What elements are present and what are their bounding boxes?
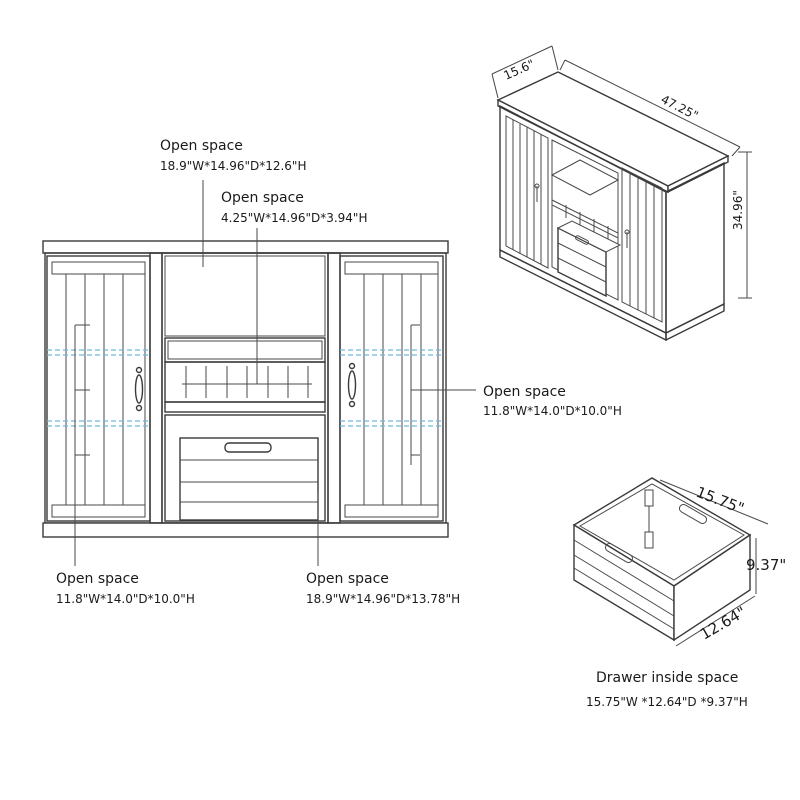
- perspective-cabinet: [496, 71, 730, 342]
- drawer-caption-size: 15.75"W *12.64"D *9.37"H: [586, 695, 748, 709]
- callout-top-main-title: Open space: [160, 138, 243, 154]
- perspective-dimension-lines: [491, 45, 752, 299]
- callout-right-title: Open space: [483, 384, 566, 400]
- callout-bottom-mid-title: Open space: [306, 571, 389, 587]
- right-door-handle-icon: [347, 362, 357, 408]
- left-door-handle-icon: [134, 366, 144, 412]
- callout-bottom-left-title: Open space: [56, 571, 139, 587]
- callout-bottom-left-size: 11.8"W*14.0"D*10.0"H: [56, 592, 195, 606]
- callout-bottom-mid-size: 18.9"W*14.96"D*13.78"H: [306, 592, 460, 606]
- front-center-column: [161, 252, 329, 524]
- leader-lines: [74, 180, 476, 566]
- drawer-caption-title: Drawer inside space: [596, 670, 738, 686]
- drawer-height-label: 9.37": [746, 556, 786, 574]
- front-view-cabinet: [42, 240, 449, 538]
- front-right-door: [339, 255, 444, 522]
- perspective-depth-label: 15.6": [502, 57, 537, 83]
- callout-top-main-size: 18.9"W*14.96"D*12.6"H: [160, 159, 306, 173]
- callout-top-small-size: 4.25"W*14.96"D*3.94"H: [221, 211, 367, 225]
- front-drawer: [164, 414, 326, 522]
- perspective-width-label: 47.25": [659, 92, 701, 123]
- hidden-shelf-lines: [47, 349, 443, 427]
- front-left-door: [46, 255, 151, 522]
- callout-top-small-title: Open space: [221, 190, 304, 206]
- drawer-dimension-lines: [659, 479, 769, 647]
- drawer-detail: [572, 477, 752, 642]
- perspective-height-label: 34.96": [731, 190, 745, 230]
- callout-right-size: 11.8"W*14.0"D*10.0"H: [483, 404, 622, 418]
